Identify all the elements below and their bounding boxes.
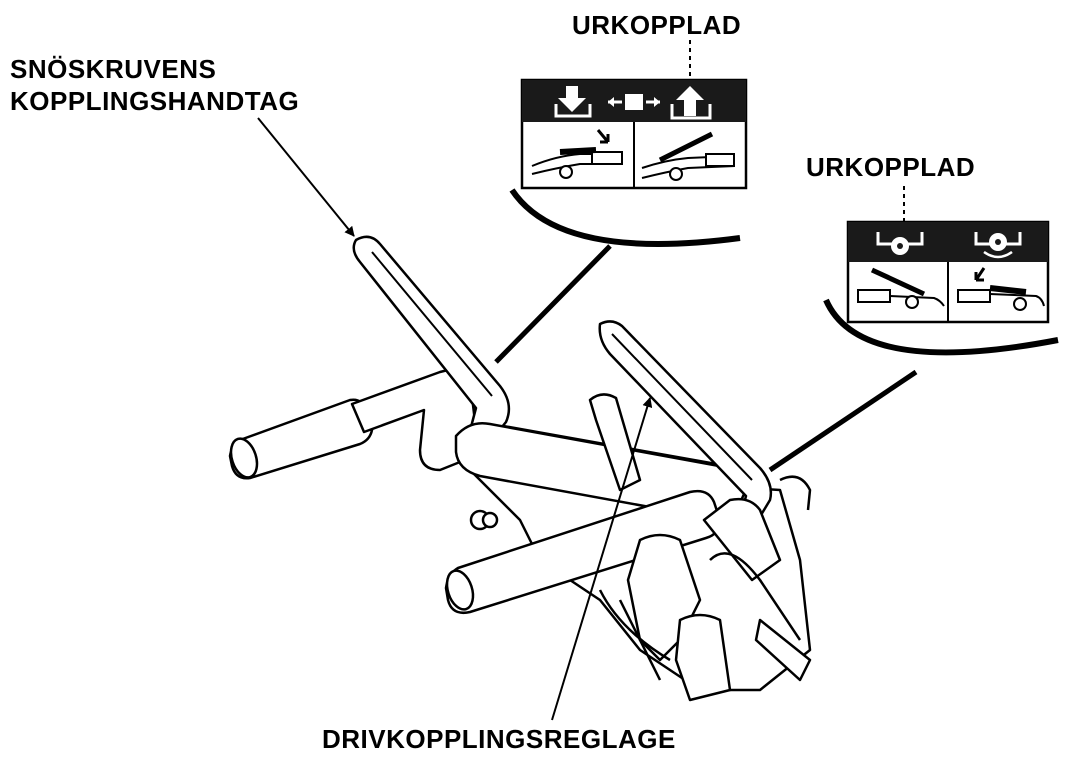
auger-clutch-label-line1: SNÖSKRUVENS bbox=[10, 54, 217, 84]
drive-lever-pressed-icon bbox=[957, 267, 1045, 311]
up-arrow-icon bbox=[670, 86, 712, 120]
drive-clutch-label: DRIVKOPPLINGSREGLAGE bbox=[322, 724, 676, 754]
drive-clutch-arrow bbox=[551, 397, 653, 721]
drive-clutch-decal bbox=[768, 186, 1059, 473]
gear-rotating-icon bbox=[974, 232, 1022, 259]
drive-lever-released-icon bbox=[857, 267, 945, 309]
lever-released-icon bbox=[641, 131, 735, 181]
clutch-connect-icon bbox=[608, 94, 660, 110]
snowblower-handlebars bbox=[228, 235, 812, 702]
disengaged-label-right: URKOPPLAD bbox=[806, 152, 976, 182]
auger-clutch-arrow bbox=[257, 117, 355, 237]
disengaged-label-left: URKOPPLAD bbox=[572, 10, 742, 40]
auger-clutch-decal bbox=[494, 40, 748, 364]
gear-icon bbox=[876, 232, 924, 255]
lever-pressed-icon bbox=[531, 129, 623, 179]
auger-clutch-label-line2: KOPPLINGSHANDTAG bbox=[10, 86, 300, 116]
down-arrow-icon bbox=[554, 86, 592, 118]
